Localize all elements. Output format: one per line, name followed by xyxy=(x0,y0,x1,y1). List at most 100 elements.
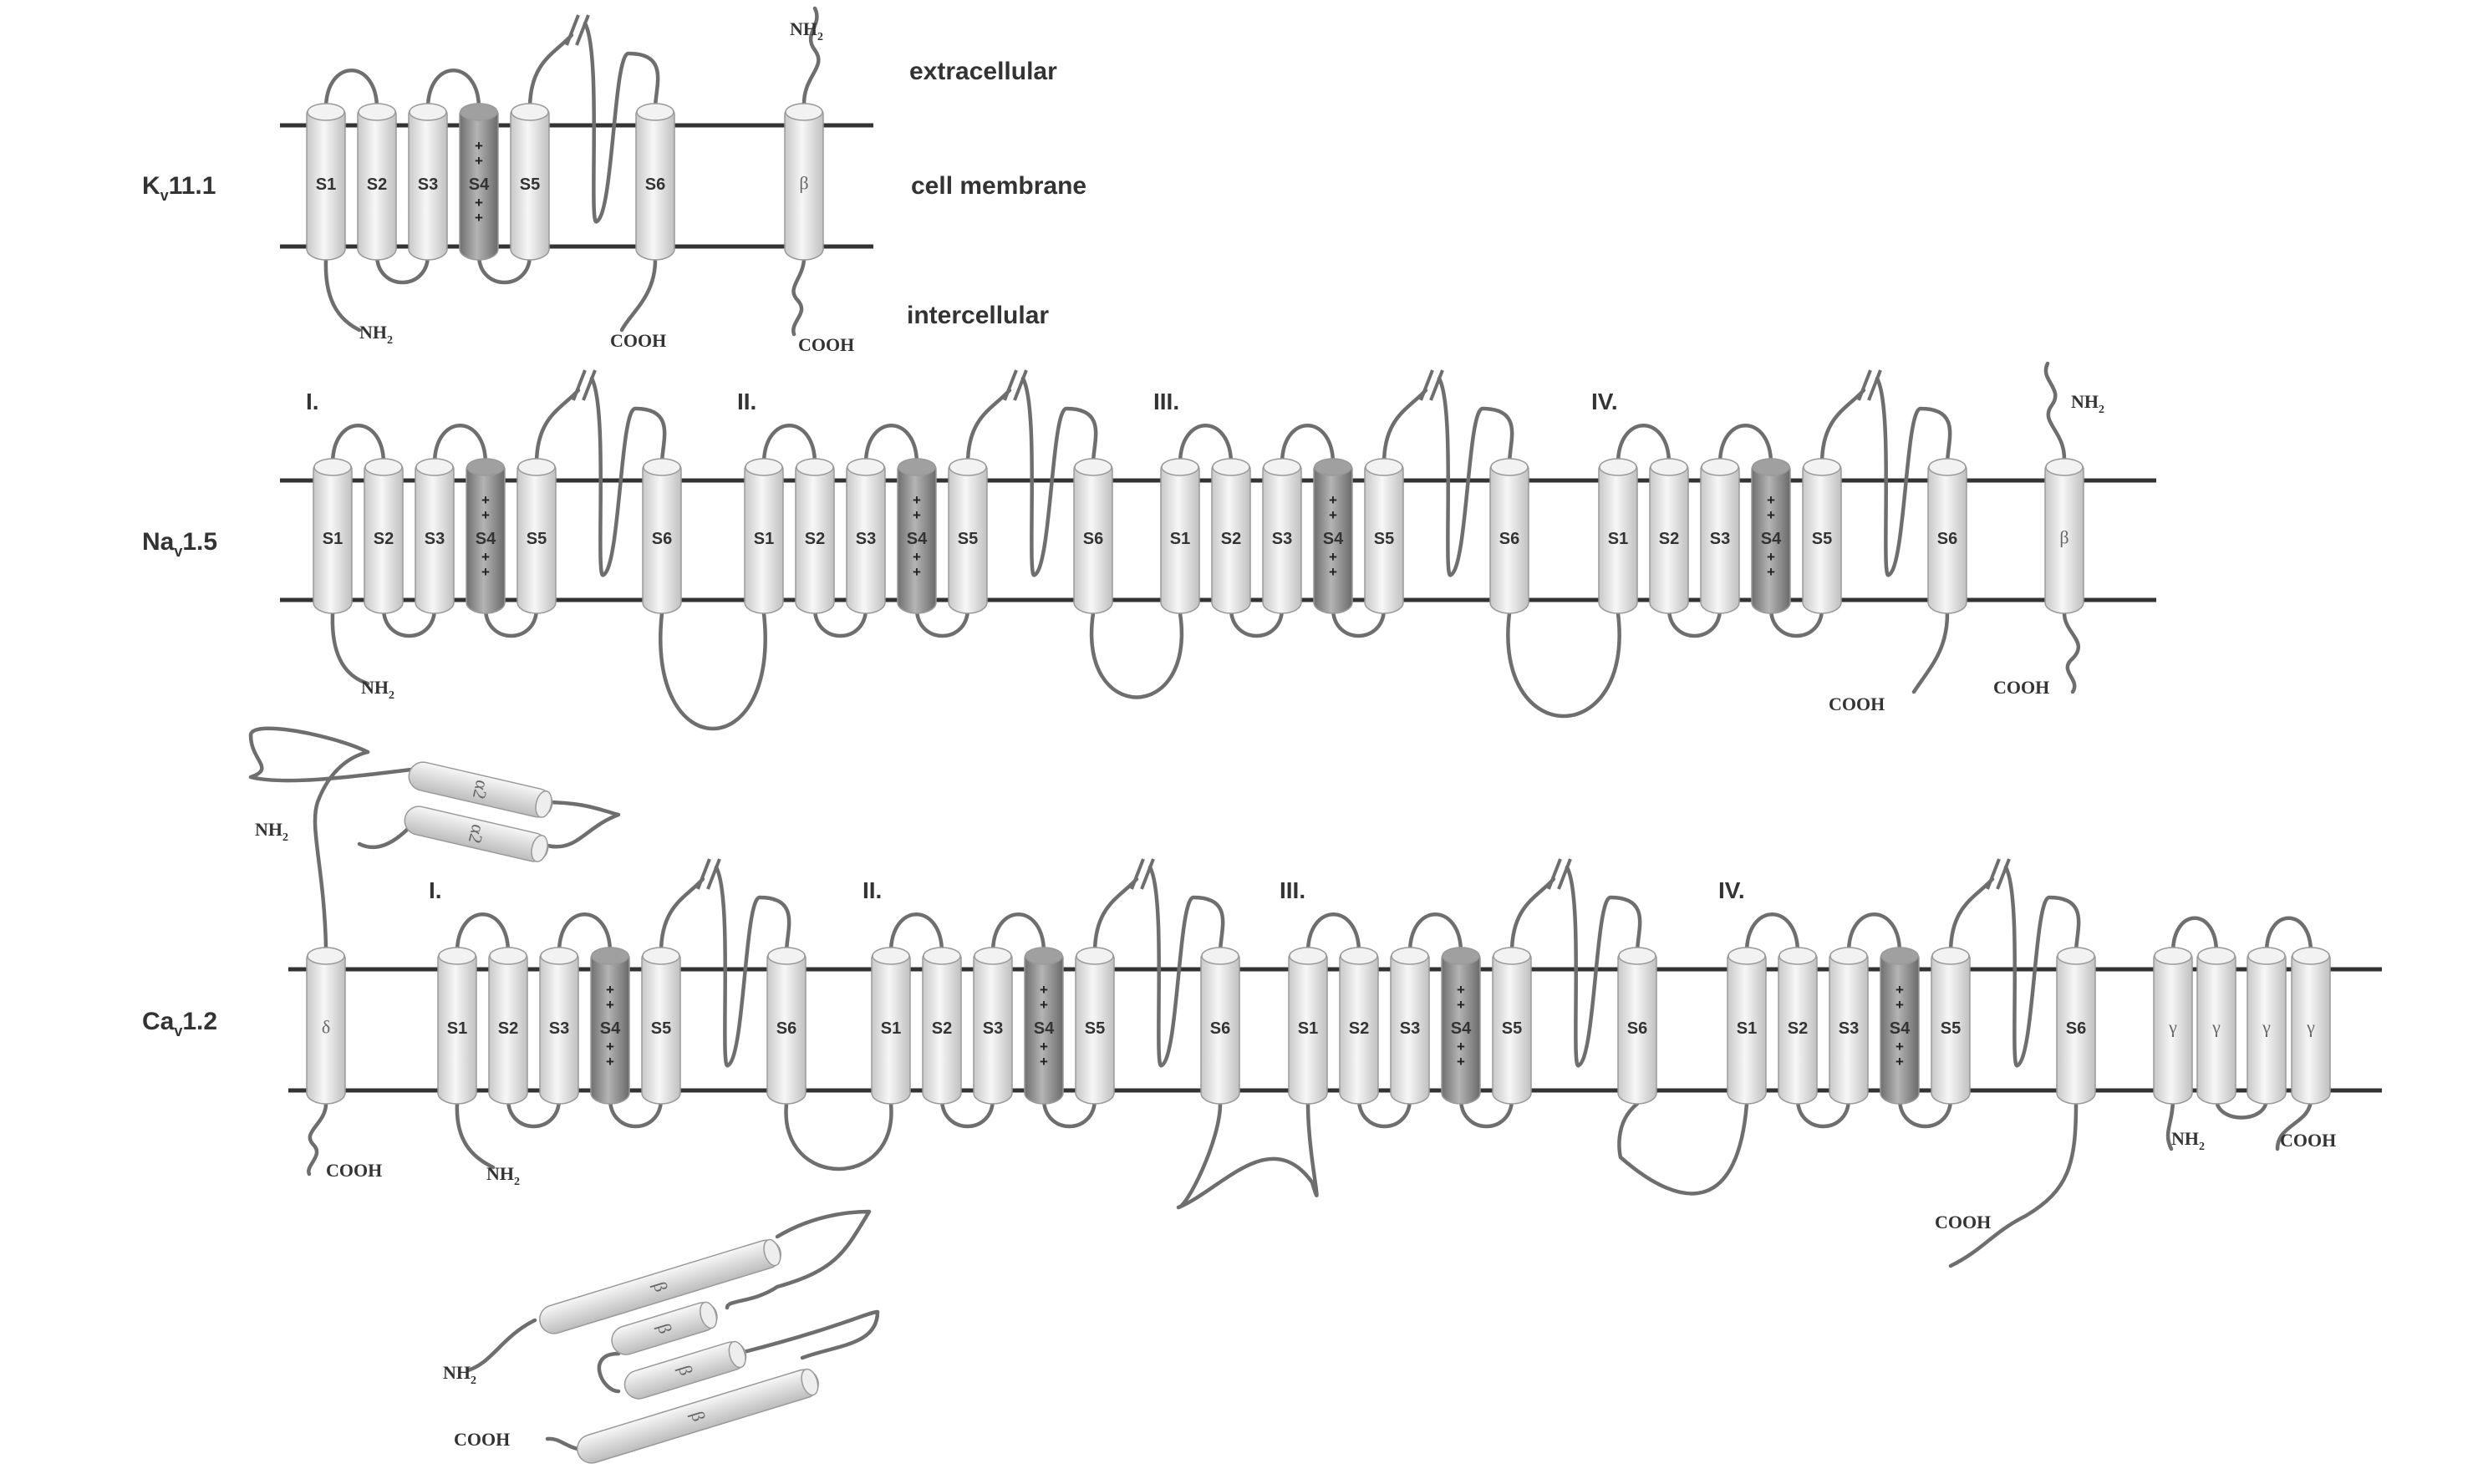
kv-domain-loop-s2-s3 xyxy=(374,252,430,285)
nav-domain-1-loop-s1-s2 xyxy=(330,424,386,466)
cav-gamma-loop-1 xyxy=(2170,916,2219,955)
nav-c-tail xyxy=(1911,611,1950,694)
kv-domain-s4-helix: S4++++ xyxy=(459,103,499,261)
s4-charge: + xyxy=(1895,982,1904,998)
nav-n-tail xyxy=(330,611,370,686)
s4-charge: + xyxy=(475,210,483,226)
nav-domain-2-loop-s4-s5 xyxy=(914,606,970,638)
s4-charge: + xyxy=(1895,1054,1904,1070)
channel-name-nav: Nav1.5 xyxy=(142,528,217,560)
nav-domain-3-loop-s3-s4 xyxy=(1280,424,1336,466)
cav-gamma-helix-2: γ xyxy=(2196,947,2236,1105)
cav-domain-3-s2-helix: S2 xyxy=(1339,947,1379,1105)
helix-label: S4 xyxy=(476,530,496,548)
cooh-terminus-label: COOH xyxy=(454,1429,510,1450)
s4-charge: + xyxy=(1767,507,1775,523)
cav-delta-stalk xyxy=(313,750,370,950)
cav-beta-linker-2 xyxy=(597,1351,621,1394)
helix-label: S2 xyxy=(374,530,394,548)
cav-gamma-helix-3: γ xyxy=(2247,947,2287,1105)
helix-label: γ xyxy=(2211,1017,2221,1038)
kv-domain-pore-break xyxy=(565,14,590,46)
s4-charge: + xyxy=(1457,1054,1465,1070)
s4-charge: + xyxy=(1329,549,1337,565)
helix-label: S5 xyxy=(651,1019,671,1038)
cav-domain-3-pore-loop-b xyxy=(1565,865,1642,1068)
nav-domain-2-loop-s3-s4 xyxy=(863,424,919,466)
s4-charge: + xyxy=(481,564,490,580)
s4-charge: + xyxy=(475,153,483,169)
helix-label: S3 xyxy=(1839,1019,1859,1038)
cav-domain-2-s4-helix: S4++++ xyxy=(1024,947,1064,1105)
cav-domain-4-loop-s3-s4 xyxy=(1846,912,1902,955)
kv-beta-n-tail xyxy=(801,6,821,106)
helix-label: S5 xyxy=(1374,530,1394,548)
cell-membrane-label: cell membrane xyxy=(911,172,1086,200)
kv-domain-pore-loop-b xyxy=(583,21,660,224)
helix-label: S3 xyxy=(425,530,445,548)
cav-gamma-n-tail xyxy=(2165,1096,2175,1151)
cav-gamma-loop-2 xyxy=(2214,1096,2269,1120)
nav-domain-4-loop-s1-s2 xyxy=(1616,424,1672,466)
helix-label: S1 xyxy=(754,530,774,548)
cooh-terminus-label: COOH xyxy=(798,334,854,355)
s4-charge: + xyxy=(475,138,483,154)
nav-domain-2-loop-s2-s3 xyxy=(812,606,868,638)
nav-domain-2-s1-helix: S1 xyxy=(744,458,784,614)
helix-label: S3 xyxy=(1710,530,1730,548)
nav-domain-3-pore-loop-a xyxy=(1382,388,1428,466)
helix-label: S6 xyxy=(645,175,665,194)
cav-domain-1-loop-s1-s2 xyxy=(455,912,511,955)
s4-charge: + xyxy=(475,195,483,211)
helix-label: S2 xyxy=(1659,530,1679,548)
nav-domain-2-s5-helix: S5 xyxy=(948,458,988,614)
helix-label: δ xyxy=(322,1017,330,1038)
cav-domain-3-s4-helix: S4++++ xyxy=(1441,947,1481,1105)
nav-domain-2-pore-loop-a xyxy=(965,388,1012,466)
nh2-terminus-label: NH2 xyxy=(2071,391,2104,416)
cooh-terminus-label: COOH xyxy=(610,330,666,351)
extracellular-label: extracellular xyxy=(909,58,1057,85)
helix-label: S6 xyxy=(1499,530,1519,548)
nav-domain-4-s5-helix: S5 xyxy=(1802,458,1842,614)
cav-domain-3-s6-helix: S6 xyxy=(1617,947,1657,1105)
cav-domain-4-s3-helix: S3 xyxy=(1829,947,1869,1105)
cav-beta-linker-3 xyxy=(741,1309,880,1360)
nav-domain-3-pore-break xyxy=(1419,369,1444,401)
cav-domain-1-s2-helix: S2 xyxy=(488,947,528,1105)
nav-domain-label-1: I. xyxy=(306,389,319,414)
cooh-terminus-label: COOH xyxy=(1935,1212,1991,1232)
s4-charge: + xyxy=(913,564,921,580)
helix-label: S5 xyxy=(958,530,978,548)
helix-label: S6 xyxy=(1210,1019,1230,1038)
helix-label: S4 xyxy=(907,530,928,548)
cav-domain-4-loop-s2-s3 xyxy=(1795,1096,1851,1129)
s4-charge: + xyxy=(1329,507,1337,523)
nav-domain-3-s1-helix: S1 xyxy=(1160,458,1200,614)
kv-domain-loop-s3-s4 xyxy=(425,69,481,111)
nav-domain-2-pore-break xyxy=(1003,369,1028,401)
cav-domain-label-3: III. xyxy=(1280,877,1305,903)
kv-domain-s1-helix: S1 xyxy=(306,103,346,261)
nav-beta-c-tail xyxy=(2062,611,2080,694)
cav-domain-3-pore-loop-a xyxy=(1509,877,1556,955)
cav-domain-2-s2-helix: S2 xyxy=(922,947,962,1105)
helix-label: S2 xyxy=(367,175,387,194)
nh2-terminus-label: NH2 xyxy=(255,819,288,844)
helix-label: S5 xyxy=(520,175,540,194)
cav-domain-label-4: IV. xyxy=(1718,877,1745,903)
helix-label: S1 xyxy=(881,1019,901,1038)
kv-domain-s3-helix: S3 xyxy=(408,103,448,261)
kv-domain-pore-loop-a xyxy=(527,33,574,111)
s4-charge: + xyxy=(1457,982,1465,998)
s4-charge: + xyxy=(606,997,614,1013)
cav-domain-2-s3-helix: S3 xyxy=(973,947,1013,1105)
kv-domain-s5-helix: S5 xyxy=(510,103,550,261)
helix-label: S1 xyxy=(323,530,343,548)
nav-domain-3-s3-helix: S3 xyxy=(1262,458,1302,614)
cooh-terminus-label: COOH xyxy=(1993,677,2049,698)
nav-domain-1-s4-helix: S4++++ xyxy=(466,458,506,614)
cav-domain-1-pore-break xyxy=(696,858,721,890)
helix-label: β xyxy=(799,173,808,194)
nav-domain-1-s3-helix: S3 xyxy=(415,458,455,614)
